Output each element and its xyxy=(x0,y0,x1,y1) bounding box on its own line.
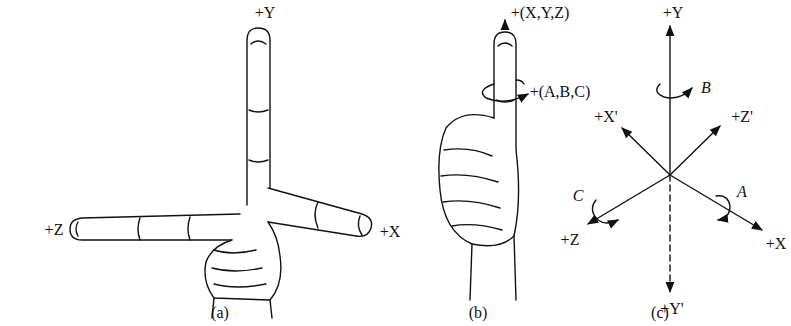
rotation-label: A xyxy=(737,183,747,201)
axis-system xyxy=(588,26,762,292)
rotation-label: C xyxy=(573,187,584,205)
rotation-label: B xyxy=(701,79,711,97)
axis-label: +Y xyxy=(663,4,684,22)
panel-caption: (b) xyxy=(469,304,488,322)
axis-label: +Z' xyxy=(731,108,753,126)
axis-label: +X xyxy=(766,235,787,253)
axis-label: +Y xyxy=(255,4,276,22)
fist-hand xyxy=(439,20,528,300)
axis-label: +(X,Y,Z) xyxy=(511,4,570,22)
axis-label: +Z xyxy=(45,221,64,239)
panel-caption: (a) xyxy=(211,304,229,322)
axis-label: +X' xyxy=(594,108,617,126)
panel-caption: (c) xyxy=(651,304,669,322)
axis-label: +Z xyxy=(561,231,580,249)
axis-label: +(A,B,C) xyxy=(530,83,591,101)
right-hand xyxy=(70,28,372,318)
axis-label: +X xyxy=(380,223,401,241)
